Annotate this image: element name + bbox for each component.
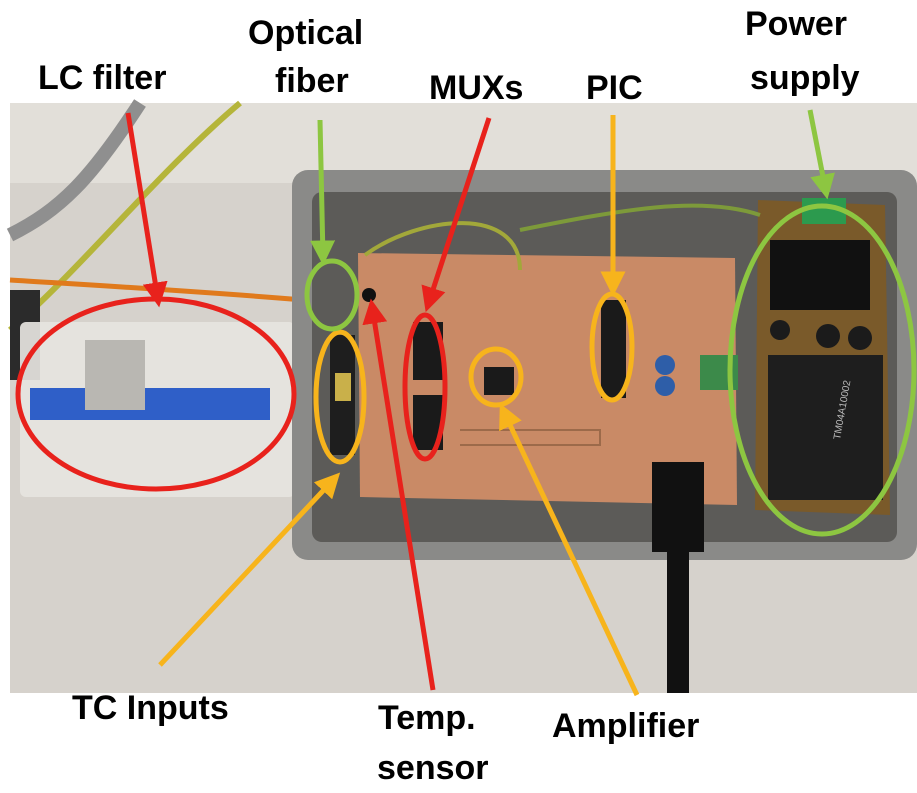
lc-connector bbox=[85, 340, 145, 410]
psu-capacitor bbox=[848, 326, 872, 350]
amplifier-chip bbox=[484, 367, 514, 395]
power-supply-label-line1: Power bbox=[745, 5, 848, 43]
amplifier-ellipse bbox=[468, 346, 524, 408]
optical-fiber-label-line1: Optical bbox=[248, 14, 364, 52]
tc-inputs-label: TC Inputs bbox=[72, 689, 229, 727]
table-surface bbox=[10, 103, 917, 183]
wire bbox=[519, 203, 761, 232]
connector-sticker bbox=[335, 373, 351, 401]
pic-chip bbox=[601, 300, 626, 398]
optical-fiber-cable bbox=[9, 277, 306, 303]
optical-fiber-label-line2: fiber bbox=[275, 62, 349, 100]
temp-sensor-label-line2: sensor bbox=[377, 749, 489, 787]
lc-filter-arrow bbox=[125, 112, 168, 308]
mains-connector bbox=[652, 462, 704, 552]
lc-filter-label: LC filter bbox=[38, 59, 167, 97]
blue-tape bbox=[30, 388, 270, 420]
muxs-ellipse bbox=[402, 312, 448, 462]
psu-capacitor bbox=[816, 324, 840, 348]
transformer bbox=[768, 355, 883, 500]
power-supply-label-line2: supply bbox=[750, 59, 860, 97]
tc-inputs-arrow bbox=[158, 472, 341, 667]
capacitor-blue-1 bbox=[655, 355, 675, 375]
heatsinks bbox=[770, 240, 870, 310]
power-supply-arrow bbox=[807, 109, 835, 200]
pic-label: PIC bbox=[586, 69, 643, 107]
capacitor-blue-2 bbox=[655, 376, 675, 396]
pcb-trace bbox=[460, 429, 601, 446]
optical-fiber-arrow bbox=[310, 119, 336, 266]
temp-sensor-label-line1: Temp. bbox=[378, 699, 476, 737]
temp-sensor-arrow bbox=[362, 298, 436, 691]
ground-wire-inner bbox=[363, 221, 522, 271]
main-pcb bbox=[358, 253, 737, 505]
amplifier-label: Amplifier bbox=[552, 707, 700, 745]
muxs-label: MUXs bbox=[429, 69, 524, 107]
amplifier-arrow bbox=[499, 403, 640, 697]
power-supply-ellipse bbox=[727, 203, 917, 537]
tc-inputs-ellipse bbox=[313, 329, 367, 465]
grey-cable bbox=[6, 99, 146, 242]
temp-sensor bbox=[362, 288, 376, 302]
psu-capacitor bbox=[770, 320, 790, 340]
muxs-arrow bbox=[421, 117, 492, 313]
